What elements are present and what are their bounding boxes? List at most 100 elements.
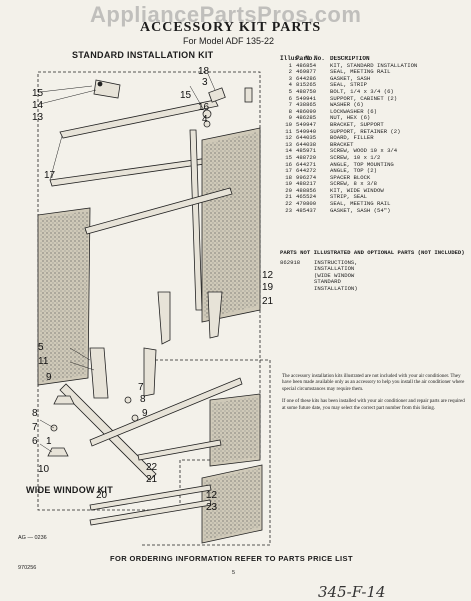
illus-number: 15 — [285, 153, 292, 161]
part-number: 486099 — [296, 107, 317, 115]
part-description: SCREW, 8 x 3/8 — [330, 181, 377, 188]
not-illustrated-line: INSTALLATION) — [314, 284, 358, 292]
illus-number: 6 — [288, 94, 292, 102]
part-number: 485971 — [296, 147, 317, 155]
washer-icon-2 — [203, 120, 211, 128]
illus-number: 4 — [288, 81, 292, 89]
part-number: 549947 — [296, 120, 317, 128]
callout-22: 22 — [146, 462, 158, 473]
part-number: 644272 — [296, 167, 317, 175]
part-description: NUT, HEX (6) — [330, 115, 371, 122]
callout-23: 23 — [206, 502, 218, 513]
not-illustrated-line: INSTALLATION — [314, 265, 355, 273]
page-title: ACCESSORY KIT PARTS — [140, 20, 322, 35]
illus-number: 7 — [288, 101, 292, 109]
callout-7b: 7 — [32, 422, 38, 433]
callout-8: 8 — [140, 394, 146, 405]
callout-15b: 15 — [180, 90, 192, 101]
illus-number: 23 — [285, 206, 292, 214]
leader-lines — [39, 73, 216, 453]
vertical-angle-shape — [189, 129, 203, 311]
header-part: Part No. — [296, 55, 325, 62]
callout-21: 21 — [262, 296, 274, 307]
part-number: 465524 — [296, 193, 317, 201]
handwritten-note: 345-F-14 — [318, 583, 386, 601]
nut-icon-2 — [124, 396, 132, 404]
callout-18: 18 — [198, 66, 210, 77]
bracket-13-shape — [93, 79, 121, 99]
part-description: SEAL, MEETING RAIL — [330, 201, 391, 208]
part-description: LOCKWASHER (6) — [330, 108, 377, 115]
illus-number: 17 — [285, 167, 292, 175]
callout-3: 3 — [202, 77, 208, 88]
part-number: 644286 — [296, 74, 317, 82]
not-illustrated-line: STANDARD — [314, 278, 341, 286]
model-subtitle: For Model ADF 135-22 — [183, 36, 275, 46]
part-description: BRACKET — [330, 141, 354, 148]
part-number: 644035 — [296, 134, 317, 142]
part-number: 488750 — [296, 87, 317, 95]
ordering-footer: FOR ORDERING INFORMATION REFER TO PARTS … — [110, 554, 353, 563]
callout-21b: 21 — [146, 474, 158, 485]
not-illustrated-part: 862918 — [280, 258, 301, 266]
illus-number: 2 — [288, 68, 292, 76]
callout-6: 6 — [32, 436, 38, 447]
callout-20: 20 — [96, 490, 108, 501]
wide-kit-label: WIDE WINDOW KIT — [26, 485, 113, 495]
illus-number: 21 — [285, 193, 292, 201]
exploded-parts-diagram: 18 3 15 14 13 15 16 4 17 12 19 21 5 11 9… — [32, 66, 274, 546]
illus-number: 12 — [285, 134, 292, 142]
wide-seal-strip-2 — [89, 499, 212, 526]
part-description: GASKET, SASH — [330, 75, 371, 82]
illus-number: 13 — [285, 140, 292, 148]
document-code: 970256 — [18, 565, 37, 571]
illus-number: 20 — [285, 186, 292, 194]
page-mark: 5 — [232, 570, 236, 576]
not-illustrated-section: PARTS NOT ILLUSTRATED AND OPTIONAL PARTS… — [280, 249, 466, 293]
filler-board-right — [201, 127, 261, 323]
callout-5: 5 — [38, 342, 44, 353]
callout-8b: 8 — [32, 408, 38, 419]
part-number: 485437 — [296, 206, 317, 214]
illus-number: 5 — [288, 87, 292, 95]
callout-4: 4 — [202, 114, 208, 125]
part-number: 488720 — [296, 153, 317, 161]
illus-number: 16 — [285, 160, 292, 168]
part-description: SUPPORT, CABINET (2) — [330, 95, 398, 102]
bolt-icon — [53, 395, 75, 405]
spacer-block-right-shape — [244, 87, 253, 103]
callout-10: 10 — [38, 464, 50, 475]
part-number: 996274 — [296, 173, 317, 181]
callout-12: 12 — [262, 270, 274, 281]
illus-number: 10 — [285, 120, 292, 128]
notes-paragraphs: The accessory installation kits illustra… — [282, 374, 466, 412]
part-number: 644271 — [296, 160, 317, 168]
callout-16: 16 — [198, 102, 210, 113]
illus-number: 9 — [288, 114, 292, 122]
part-description: SUPPORT, RETAINER (2) — [330, 128, 401, 135]
not-illustrated-row: 862918 INSTRUCTIONS,INSTALLATION(WIDE WI… — [280, 258, 466, 293]
part-description: SEAL, STRIP — [330, 82, 367, 89]
callout-9: 9 — [46, 372, 52, 383]
callout-14: 14 — [32, 100, 44, 111]
cabinet-support-b — [89, 377, 243, 447]
